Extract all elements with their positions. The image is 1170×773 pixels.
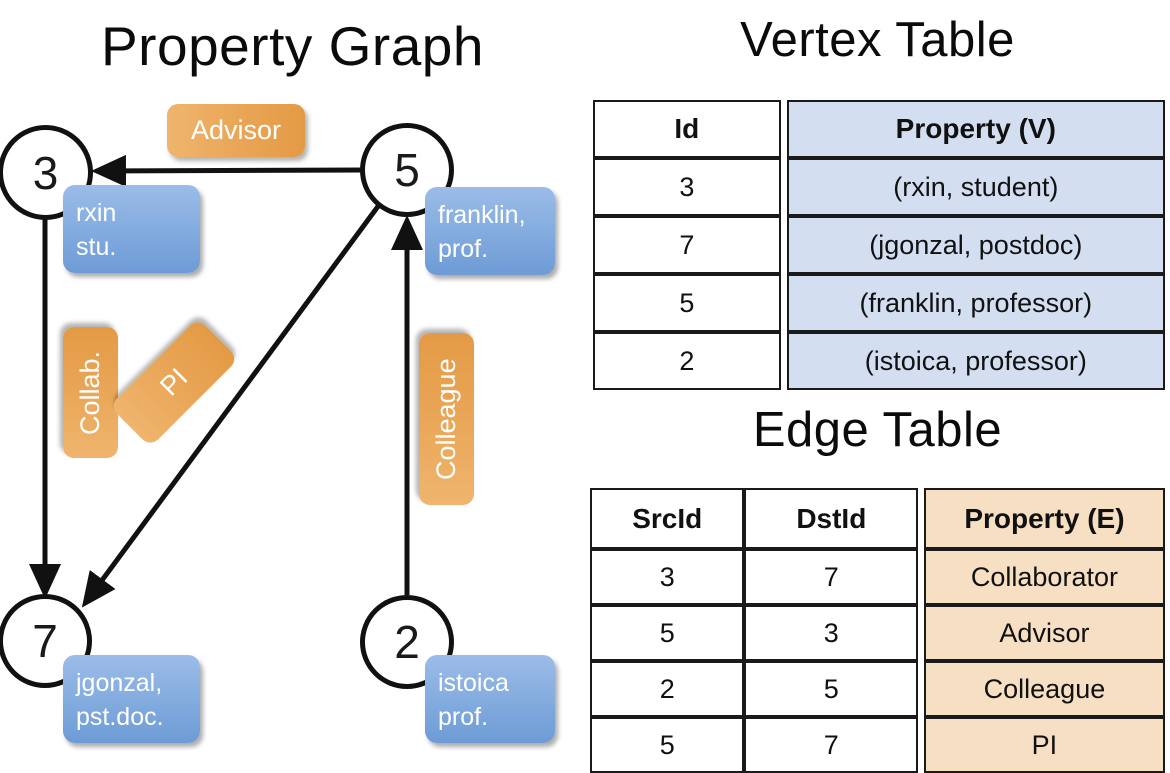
graph-edges-svg <box>28 154 424 608</box>
edge-label-advisor: Advisor <box>167 104 305 157</box>
vertex-row-2-property: (franklin, professor) <box>786 274 1165 332</box>
page-title-property-graph: Property Graph <box>100 15 484 77</box>
vertex-table: Id Property (V) 3 (rxin, student) 7 (jgo… <box>593 100 1165 390</box>
edge-row-0-srcid: 3 <box>590 549 745 605</box>
vertex-table-column-gap <box>780 100 787 158</box>
edge-table-column-gap <box>918 661 924 717</box>
vertex-property-box-7: jgonzal, pst.doc. <box>63 655 200 743</box>
edge-row-1-property: Advisor <box>923 605 1165 661</box>
graph-node-7-label: 7 <box>32 615 58 667</box>
edge-label-collab-text: Collab. <box>75 350 105 435</box>
graph-node-5[interactable]: 5 <box>360 123 454 217</box>
vertex-property-box-7-line1: jgonzal, <box>76 669 163 697</box>
edge-row-3-property: PI <box>923 717 1165 773</box>
vertex-property-box-2-line2: prof. <box>438 703 489 731</box>
vertex-table-column-gap <box>780 274 787 332</box>
vertex-table-header-row: Id Property (V) <box>593 100 1165 158</box>
table-row[interactable]: 2 5 Colleague <box>590 661 1165 717</box>
edge-row-1-srcid: 5 <box>590 605 745 661</box>
page-title-edge-table: Edge Table <box>752 403 1003 457</box>
graph-node-3-label: 3 <box>32 146 59 199</box>
edge-table-column-gap <box>918 717 924 773</box>
vertex-row-1-id: 7 <box>593 216 781 274</box>
table-row[interactable]: 5 7 PI <box>590 717 1165 773</box>
edge-table-column-gap <box>918 605 924 661</box>
edge-table-header-srcid: SrcId <box>590 488 745 549</box>
edge-table-column-gap <box>918 488 924 549</box>
edge-row-2-dstid: 5 <box>744 661 919 717</box>
vertex-table-header-property: Property (V) <box>786 100 1165 158</box>
table-row[interactable]: 5 (franklin, professor) <box>593 274 1165 332</box>
edge-label-colleague: Colleague <box>419 333 474 505</box>
vertex-property-box-5: franklin, prof. <box>425 187 555 275</box>
property-graph-canvas: 3 5 7 2 rxin stu. franklin, prof. jgonza… <box>0 0 585 760</box>
graph-node-2[interactable]: 2 <box>360 595 454 689</box>
edge-row-1-dstid: 3 <box>744 605 919 661</box>
vertex-row-0-id: 3 <box>593 158 781 216</box>
edge-label-collab: Collab. <box>63 327 118 458</box>
graph-node-2-label: 2 <box>394 616 420 668</box>
vertex-row-0-property: (rxin, student) <box>786 158 1165 216</box>
table-row[interactable]: 5 3 Advisor <box>590 605 1165 661</box>
edge-row-0-dstid: 7 <box>744 549 919 605</box>
edge-table-header-dstid: DstId <box>744 488 919 549</box>
edge-table: SrcId DstId Property (E) 3 7 Collaborato… <box>590 488 1165 773</box>
vertex-table-header-id: Id <box>593 100 781 158</box>
edge-table-header-property: Property (E) <box>923 488 1165 549</box>
edge-row-0-property: Collaborator <box>923 549 1165 605</box>
vertex-property-box-3: rxin stu. <box>63 185 200 273</box>
vertex-row-1-property: (jgonzal, postdoc) <box>786 216 1165 274</box>
edge-label-advisor-text: Advisor <box>190 115 282 145</box>
vertex-property-box-2: istoica prof. <box>425 655 555 743</box>
vertex-property-box-2-line1: istoica <box>438 669 509 697</box>
vertex-property-box-3-line2: stu. <box>76 233 117 261</box>
vertex-property-box-7-line2: pst.doc. <box>76 703 164 731</box>
table-row[interactable]: 2 (istoica, professor) <box>593 332 1165 390</box>
table-row[interactable]: 7 (jgonzal, postdoc) <box>593 216 1165 274</box>
vertex-row-3-property: (istoica, professor) <box>786 332 1165 390</box>
vertex-row-3-id: 2 <box>593 332 781 390</box>
edge-label-pi-text: PI <box>154 362 194 402</box>
vertex-table-column-gap <box>780 216 787 274</box>
vertex-table-column-gap <box>780 158 787 216</box>
table-row[interactable]: 3 (rxin, student) <box>593 158 1165 216</box>
edge-table-column-gap <box>918 549 924 605</box>
vertex-property-box-5-line1: franklin, <box>438 201 526 229</box>
edge-5-to-7-pi <box>81 203 382 608</box>
vertex-table-column-gap <box>780 332 787 390</box>
edge-5-to-3-advisor <box>91 154 365 187</box>
edge-row-2-srcid: 2 <box>590 661 745 717</box>
page-title-vertex-table: Vertex Table <box>740 13 1015 67</box>
edge-row-3-srcid: 5 <box>590 717 745 773</box>
edge-row-2-property: Colleague <box>923 661 1165 717</box>
vertex-row-2-id: 5 <box>593 274 781 332</box>
table-row[interactable]: 3 7 Collaborator <box>590 549 1165 605</box>
graph-node-5-label: 5 <box>394 144 420 196</box>
edge-table-header-row: SrcId DstId Property (E) <box>590 488 1165 549</box>
vertex-property-box-3-line1: rxin <box>76 199 117 227</box>
edge-row-3-dstid: 7 <box>744 717 919 773</box>
edge-label-colleague-text: Colleague <box>431 358 461 480</box>
vertex-property-box-5-line2: prof. <box>438 235 489 263</box>
